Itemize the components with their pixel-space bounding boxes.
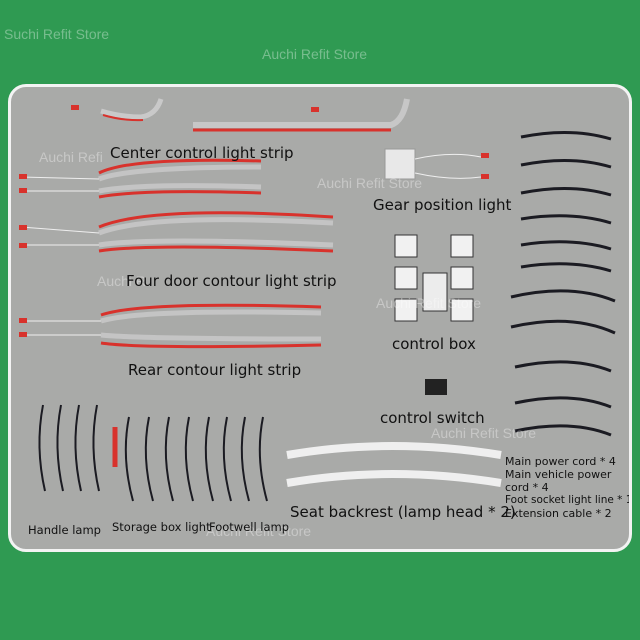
storage-box-lights [112, 416, 194, 502]
label-gear-position-light: Gear position light [373, 196, 512, 214]
watermark-top-left: Suchi Refit Store [4, 26, 110, 42]
handle-lamps [38, 404, 100, 492]
watermark-mid-center: Auchi Refit Store [317, 175, 423, 191]
accessory-item: Extension cable * 2 [505, 507, 612, 520]
product-panel: Auchi Refi Auchi Refit Store Auchi Refit… [8, 84, 632, 552]
label-control-switch: control switch [380, 409, 485, 427]
product-parts-illustration [19, 98, 616, 502]
label-seat-backrest: Seat backrest (lamp head * 2) [290, 503, 516, 521]
accessory-item: cord * 4 [505, 481, 549, 494]
label-control-box: control box [392, 335, 476, 353]
rear-contour-strips [19, 303, 322, 349]
watermark-top-center: Auchi Refit Store [262, 46, 368, 62]
label-footwell-lamp: Footwell lamp [209, 520, 290, 534]
watermark-mid-left: Auchi Refi [39, 149, 103, 165]
accessory-list: Main power cord * 4 Main vehicle power c… [505, 455, 632, 520]
watermark-bottom-right: Auchi Refit Store [431, 425, 537, 441]
watermark-mid-right: Auchi Refit Store [376, 295, 482, 311]
label-handle-lamp: Handle lamp [28, 523, 101, 537]
control-box-modules [394, 234, 474, 322]
watermark-bottom-center: Auchi Refit Store [206, 523, 312, 539]
four-door-strips [19, 158, 334, 253]
accessory-item: Main power cord * 4 [505, 455, 616, 468]
accessory-item: Foot socket light line * 1 [505, 494, 632, 506]
watermark-left-mid: Auchi R [97, 273, 147, 289]
right-cables [510, 131, 616, 437]
accessory-item: Main vehicle power [505, 468, 612, 481]
label-storage-box-light: Storage box light [112, 520, 211, 534]
label-four-door-strip: Four door contour light strip [126, 272, 337, 290]
seat-backrest-strips [286, 442, 502, 487]
label-center-control-strip: Center control light strip [110, 144, 294, 162]
gear-light [384, 148, 489, 180]
label-rear-contour-strip: Rear contour light strip [128, 361, 302, 379]
footwell-lamps [204, 416, 268, 502]
center-control-strip [71, 98, 410, 132]
control-switch-body [425, 379, 447, 395]
